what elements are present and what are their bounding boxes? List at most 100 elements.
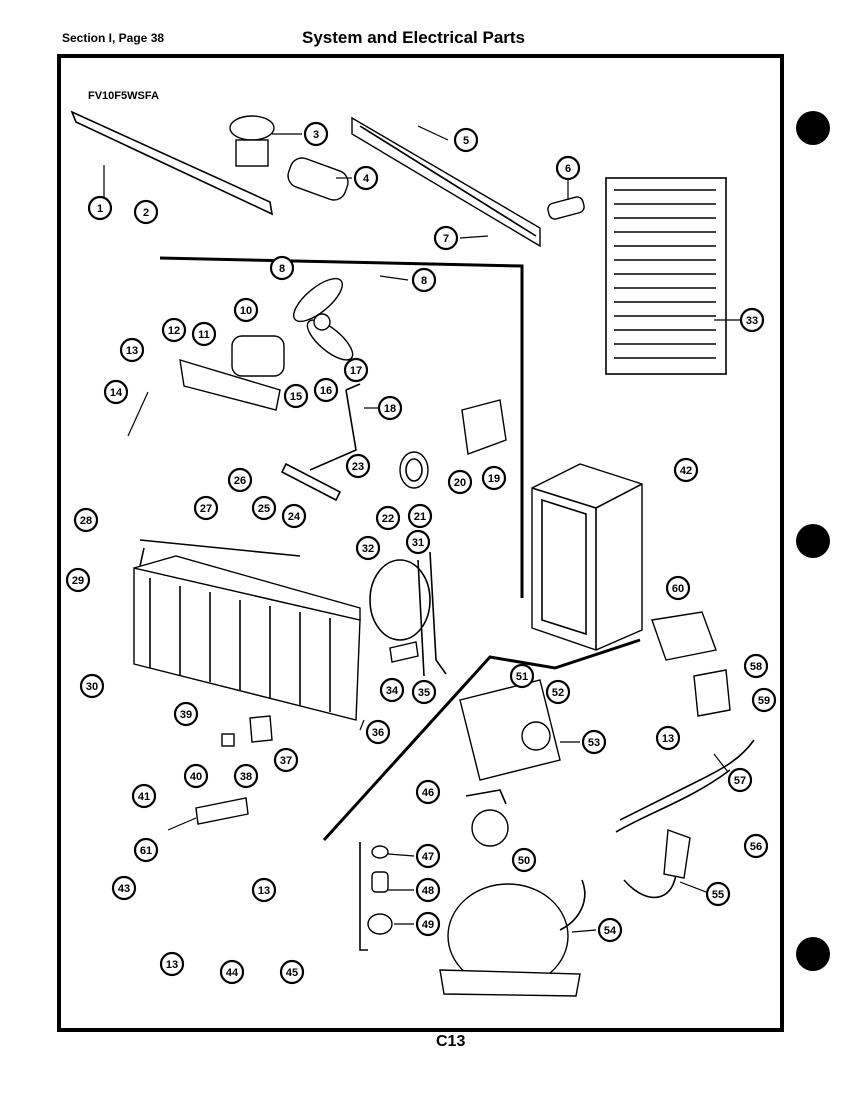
callout-49: 49 xyxy=(415,911,441,937)
drier-part xyxy=(547,196,585,220)
rail-bracket-part xyxy=(70,110,274,216)
callout-label: 36 xyxy=(372,727,384,739)
callout-2: 2 xyxy=(133,199,159,225)
callout-label: 40 xyxy=(190,771,202,783)
callout-label: 20 xyxy=(454,477,466,489)
callout-13: 13 xyxy=(119,337,145,363)
callout-22: 22 xyxy=(375,505,401,531)
callout-label: 57 xyxy=(734,775,746,787)
callout-label: 32 xyxy=(362,543,374,555)
callout-label: 44 xyxy=(226,967,239,979)
callout-6: 6 xyxy=(555,155,581,181)
callout-label: 28 xyxy=(80,515,92,527)
compressor-shroud-part xyxy=(459,679,561,781)
drain-tube-part xyxy=(417,551,447,677)
callout-46: 46 xyxy=(415,779,441,805)
callout-label: 17 xyxy=(350,365,362,377)
callout-label: 21 xyxy=(414,511,426,523)
wiring-harness-part xyxy=(615,739,755,833)
callout-35: 35 xyxy=(411,679,437,705)
callout-label: 11 xyxy=(198,329,210,341)
model-number: FV10F5WSFA xyxy=(88,90,159,102)
callout-18: 18 xyxy=(377,395,403,421)
callout-label: 33 xyxy=(746,315,758,327)
callout-label: 61 xyxy=(140,845,152,857)
channel-part xyxy=(351,116,541,248)
section-page-label: Section I, Page 38 xyxy=(62,31,165,45)
callout-label: 2 xyxy=(143,207,149,219)
callout-label: 48 xyxy=(422,885,434,897)
callout-19: 19 xyxy=(481,465,507,491)
callout-label: 16 xyxy=(320,385,332,397)
callout-47: 47 xyxy=(415,843,441,869)
callout-56: 56 xyxy=(743,833,769,859)
callout-4: 4 xyxy=(353,165,379,191)
binder-hole-top xyxy=(796,111,830,145)
callout-31: 31 xyxy=(405,529,431,555)
callout-59: 59 xyxy=(751,687,777,713)
callout-7: 7 xyxy=(433,225,459,251)
callout-label: 24 xyxy=(288,511,301,523)
callout-label: 13 xyxy=(662,733,674,745)
callout-13: 13 xyxy=(655,725,681,751)
callout-label: 8 xyxy=(421,275,427,287)
page-title: System and Electrical Parts xyxy=(302,28,526,47)
callout-44: 44 xyxy=(219,959,245,985)
callout-label: 49 xyxy=(422,919,434,931)
shroud-part xyxy=(461,399,507,455)
callout-label: 50 xyxy=(518,855,530,867)
callout-label: 35 xyxy=(418,687,430,699)
callout-8: 8 xyxy=(269,255,295,281)
callout-label: 38 xyxy=(240,771,252,783)
callout-23: 23 xyxy=(345,453,371,479)
callout-58: 58 xyxy=(743,653,769,679)
callout-43: 43 xyxy=(111,875,137,901)
callout-label: 12 xyxy=(168,325,180,337)
callout-34: 34 xyxy=(379,677,405,703)
callout-label: 60 xyxy=(672,583,684,595)
callout-label: 47 xyxy=(422,851,434,863)
callout-38: 38 xyxy=(233,763,259,789)
power-cord-part xyxy=(623,829,691,899)
callout-label: 3 xyxy=(313,129,319,141)
callout-51: 51 xyxy=(509,663,535,689)
callout-label: 4 xyxy=(363,173,370,185)
callout-13: 13 xyxy=(251,877,277,903)
callout-52: 52 xyxy=(545,679,571,705)
callout-label: 19 xyxy=(488,473,500,485)
callout-label: 29 xyxy=(72,575,84,587)
callout-label: 55 xyxy=(712,889,724,901)
callout-48: 48 xyxy=(415,877,441,903)
callout-label: 34 xyxy=(386,685,399,697)
callout-3: 3 xyxy=(303,121,329,147)
callout-label: 6 xyxy=(565,163,571,175)
callout-1: 1 xyxy=(87,195,113,221)
callout-label: 58 xyxy=(750,661,762,673)
cabinet-part xyxy=(531,463,643,651)
callout-label: 56 xyxy=(750,841,762,853)
callout-label: 27 xyxy=(200,503,212,515)
callout-label: 8 xyxy=(279,263,285,275)
condenser-part xyxy=(133,539,431,721)
callout-label: 18 xyxy=(384,403,396,415)
callout-60: 60 xyxy=(665,575,691,601)
callout-label: 53 xyxy=(588,737,600,749)
compressor-mount-parts xyxy=(359,842,393,951)
callout-8: 8 xyxy=(411,267,437,293)
callout-40: 40 xyxy=(183,763,209,789)
callout-21: 21 xyxy=(407,503,433,529)
mount-bracket-part xyxy=(651,611,731,717)
callout-label: 31 xyxy=(412,537,424,549)
callout-41: 41 xyxy=(131,783,157,809)
callout-50: 50 xyxy=(511,847,537,873)
callout-33: 33 xyxy=(739,307,765,333)
callout-42: 42 xyxy=(673,457,699,483)
callout-5: 5 xyxy=(453,127,479,153)
callout-label: 51 xyxy=(516,671,528,683)
callout-leaders xyxy=(127,125,740,933)
callout-label: 46 xyxy=(422,787,434,799)
callout-13: 13 xyxy=(159,951,185,977)
fan-motor-part xyxy=(179,335,285,411)
